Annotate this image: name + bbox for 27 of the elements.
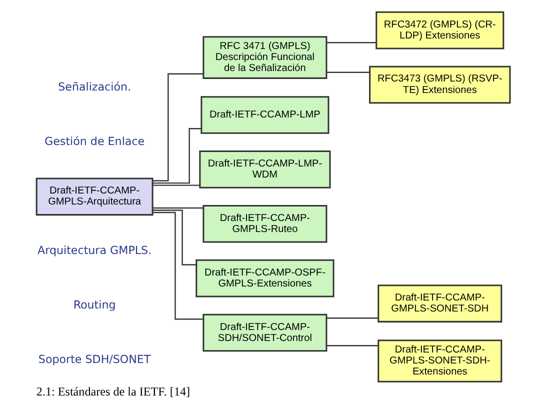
connector (152, 184, 199, 186)
node-box: Draft-IETF-CCAMP-SDH/SONET-Control (202, 314, 327, 352)
label: Soporte SDH/SONET (38, 352, 150, 366)
node-box: Draft-IETF-CCAMP-GMPLS-SONET-SDH-Extensiones (377, 340, 502, 382)
connector (152, 210, 196, 266)
connector (326, 42, 376, 44)
node-box: Draft-IETF-CCAMP-GMPLS-Arquitectura (35, 178, 153, 216)
label: Gestión de Enlace (44, 135, 144, 148)
label: Routing (72, 298, 116, 312)
label: Señalización. (58, 80, 131, 94)
connector (152, 207, 203, 209)
node-box: Draft-IETF-CCAMP-OSPF-GMPLS-Extensiones (195, 259, 334, 298)
node-box: Draft-IETF-CCAMP-GMPLS-SONET-SDH (377, 284, 502, 322)
connector (326, 318, 378, 319)
node-box: RFC 3471 (GMPLS) Descripción Funcional de la Señalización (202, 36, 327, 79)
caption: 2.1: Estándares de la IETF. [14] (36, 384, 190, 398)
node-box: Draft-IETF-CCAMP-LMP-WDM (198, 150, 330, 188)
node-box: Draft-IETF-CCAMP-GMPLS-Ruteo (202, 204, 327, 243)
connector (152, 73, 203, 182)
node-box: Draft-IETF-CCAMP-LMP (200, 96, 329, 134)
label: Arquitectura GMPLS. (37, 244, 152, 257)
connector (152, 128, 201, 184)
node-box: RFC3473 (GMPLS) (RSVP-TE) Extensiones (368, 66, 510, 104)
connector (326, 345, 378, 346)
connector (326, 72, 369, 73)
connector (152, 212, 203, 320)
node-box: RFC3472 (GMPLS) (CR-LDP) Extensiones (375, 11, 504, 50)
